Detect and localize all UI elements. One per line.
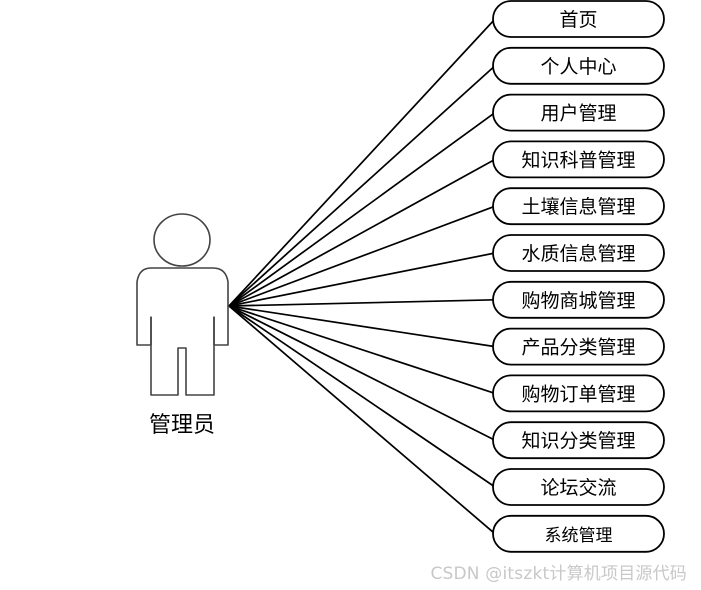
association-line (228, 158, 496, 307)
use-case-label: 产品分类管理 (521, 337, 635, 359)
association-line (228, 305, 496, 488)
use-case-list: 首页个人中心用户管理知识科普管理土壤信息管理水质信息管理购物商城管理产品分类管理… (492, 0, 665, 553)
use-case-label: 知识分类管理 (521, 430, 635, 452)
association-line (228, 111, 496, 307)
use-case: 用户管理 (492, 93, 665, 132)
use-case: 首页 (492, 0, 665, 38)
actor-head (153, 213, 211, 267)
use-case-box (492, 514, 665, 553)
association-line (228, 252, 496, 307)
use-case-box (492, 280, 665, 319)
use-case-label: 购物商城管理 (521, 290, 635, 312)
use-case: 知识分类管理 (492, 421, 665, 460)
use-case-box (492, 327, 665, 366)
use-case-label: 个人中心 (540, 56, 616, 78)
use-case-box (492, 187, 665, 226)
use-case-label: 购物订单管理 (521, 383, 635, 405)
use-case-box (492, 46, 665, 85)
use-case-label: 首页 (559, 9, 597, 31)
use-case: 产品分类管理 (492, 327, 665, 366)
association-line (228, 18, 496, 307)
actor-label: 管理员 (149, 413, 215, 438)
association-line (228, 305, 496, 348)
use-case: 知识科普管理 (492, 140, 665, 179)
use-case-label: 知识科普管理 (521, 149, 635, 171)
use-case-box (492, 468, 665, 506)
use-case-box (492, 374, 665, 413)
use-case-box (492, 93, 665, 132)
use-case-box (492, 234, 665, 272)
association-line (228, 205, 496, 307)
association-lines (228, 18, 496, 535)
use-case: 购物订单管理 (492, 374, 665, 413)
use-case-box (492, 421, 665, 460)
use-case: 论坛交流 (492, 468, 665, 506)
association-line (228, 298, 496, 307)
watermark: CSDN @itszkt计算机项目源代码 (430, 564, 687, 584)
actor-figure: 管理员 (136, 213, 229, 438)
association-line (228, 305, 496, 395)
use-case: 系统管理 (492, 514, 665, 553)
association-line (228, 305, 496, 535)
actor-body (136, 267, 229, 396)
use-case-box (492, 140, 665, 179)
use-case-box (492, 0, 665, 38)
use-case-label: 土壤信息管理 (521, 196, 635, 218)
use-case: 土壤信息管理 (492, 187, 665, 226)
association-line (228, 65, 496, 307)
use-case-label: 系统管理 (545, 526, 613, 546)
use-case-label: 水质信息管理 (521, 243, 635, 265)
use-case-label: 论坛交流 (540, 477, 616, 499)
use-case: 水质信息管理 (492, 234, 665, 272)
use-case-label: 用户管理 (540, 103, 616, 125)
use-case: 购物商城管理 (492, 280, 665, 319)
use-case: 个人中心 (492, 46, 665, 85)
association-line (228, 305, 496, 441)
